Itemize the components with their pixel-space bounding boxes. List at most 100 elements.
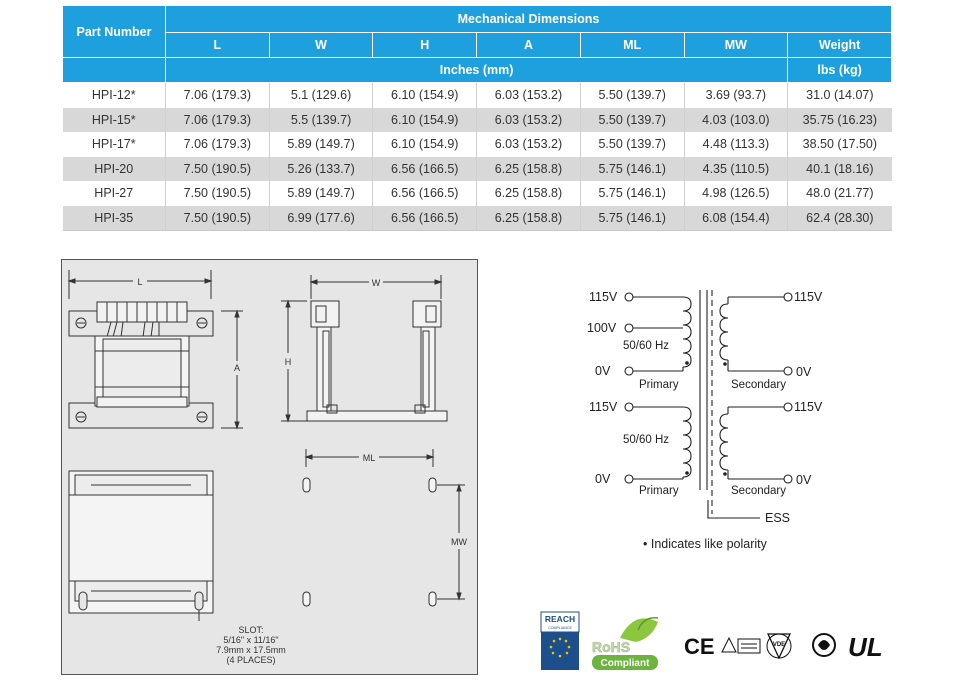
cell-w: 5.89 (149.7): [268, 181, 373, 206]
top-view: [68, 470, 214, 621]
mechanical-drawing: L A W H ML MW SLOT: 5/16" x 11/16" 7.9mm…: [61, 259, 478, 675]
cell-h: 6.56 (166.5): [372, 156, 477, 181]
reach-compliance-logo: REACH COMPLIANCE: [540, 611, 580, 670]
vde-text: VDE: [773, 642, 785, 648]
table-row: HPI-15* 7.06 (179.3) 5.5 (139.7) 6.10 (1…: [62, 107, 892, 132]
col-header-h: H: [372, 32, 478, 58]
part-number-cell: HPI-12*: [62, 82, 166, 108]
cell-weight: 40.1 (18.16): [787, 156, 892, 181]
cell-l: 7.50 (190.5): [165, 205, 270, 231]
cell-weight: 31.0 (14.07): [787, 82, 892, 108]
cell-ml: 5.75 (146.1): [579, 181, 685, 206]
units-dimensions: Inches (mm): [164, 57, 789, 83]
cell-ml: 5.75 (146.1): [579, 156, 685, 181]
reach-subtext: COMPLIANCE: [548, 626, 572, 630]
table-row: HPI-12* 7.06 (179.3) 5.1 (129.6) 6.10 (1…: [62, 82, 892, 108]
cell-h: 6.56 (166.5): [372, 181, 477, 206]
units-weight: lbs (kg): [787, 57, 892, 83]
cell-weight: 38.50 (17.50): [787, 132, 892, 157]
label-bottom-115v-secondary: 115V: [794, 400, 823, 414]
cell-h: 6.10 (154.9): [372, 107, 477, 132]
dimension-label-ml: ML: [363, 453, 376, 463]
label-ess: ESS: [765, 511, 790, 525]
cell-weight: 62.4 (28.30): [787, 205, 892, 231]
cell-mw: 4.03 (103.0): [683, 107, 788, 132]
cell-w: 5.5 (139.7): [268, 107, 373, 132]
dimension-label-mw: MW: [451, 537, 467, 547]
label-top-100v-primary: 100V: [587, 321, 617, 335]
col-header-ml: ML: [579, 32, 685, 58]
label-top-115v-primary: 115V: [589, 290, 618, 304]
table-row: HPI-17* 7.06 (179.3) 5.89 (149.7) 6.10 (…: [62, 132, 892, 157]
dimension-label-w: W: [372, 278, 381, 288]
cell-a: 6.25 (158.8): [476, 156, 581, 181]
cell-weight: 35.75 (16.23): [787, 107, 892, 132]
slot-note-line: SLOT:: [238, 625, 263, 635]
cell-l: 7.50 (190.5): [165, 181, 270, 206]
safety-mark-logo: [721, 636, 761, 654]
cell-ml: 5.50 (139.7): [579, 132, 685, 157]
cell-mw: 4.35 (110.5): [683, 156, 788, 181]
table-row: HPI-20 7.50 (190.5) 5.26 (133.7) 6.56 (1…: [62, 156, 892, 181]
dimension-label-a: A: [234, 363, 240, 373]
cell-w: 5.89 (149.7): [268, 132, 373, 157]
units-spacer: [62, 57, 166, 83]
rohs-text: RoHS: [592, 639, 630, 655]
cell-mw: 4.98 (126.5): [683, 181, 788, 206]
dimension-label-l: L: [137, 277, 142, 287]
slot-note: SLOT: 5/16" x 11/16" 7.9mm x 17.5mm (4 P…: [216, 625, 286, 665]
table-row: HPI-35 7.50 (190.5) 6.99 (177.6) 6.56 (1…: [62, 205, 892, 231]
part-number-cell: HPI-27: [62, 181, 166, 206]
side-view: [281, 275, 448, 423]
label-top-115v-secondary: 115V: [794, 290, 823, 304]
vde-logo: VDE: [766, 633, 792, 660]
cell-h: 6.10 (154.9): [372, 82, 477, 108]
col-header-mw: MW: [683, 32, 789, 58]
label-bottom-0v-primary: 0V: [595, 472, 611, 486]
label-top-0v-primary: 0V: [595, 364, 611, 378]
reach-text: REACH: [545, 614, 575, 624]
cell-a: 6.03 (153.2): [476, 82, 581, 108]
slot-note-line: 5/16" x 11/16": [223, 635, 278, 645]
certification-logos: REACH COMPLIANCE RoHS Compliant CE VDE U…: [540, 611, 883, 670]
cell-h: 6.56 (166.5): [372, 205, 477, 231]
col-header-a: A: [476, 32, 581, 58]
rohs-compliant-logo: RoHS Compliant: [592, 617, 659, 670]
label-top-0v-secondary: 0V: [796, 365, 812, 379]
cell-w: 6.99 (177.6): [268, 205, 373, 231]
part-number-header: Part Number: [62, 5, 166, 58]
label-bottom-0v-secondary: 0V: [796, 473, 812, 487]
mechanical-dimensions-table: Part Number Mechanical Dimensions L W H …: [62, 5, 892, 231]
ce-mark: CE: [684, 634, 715, 659]
col-header-l: L: [165, 32, 270, 58]
label-top-frequency: 50/60 Hz: [623, 340, 669, 352]
dimension-label-h: H: [285, 357, 292, 367]
cell-l: 7.06 (179.3): [165, 82, 270, 108]
table-row: HPI-27 7.50 (190.5) 5.89 (149.7) 6.56 (1…: [62, 181, 892, 206]
cell-l: 7.50 (190.5): [165, 156, 270, 181]
part-number-cell: HPI-20: [62, 156, 166, 181]
label-bottom-primary: Primary: [639, 485, 679, 497]
col-header-weight: Weight: [787, 32, 892, 58]
cell-l: 7.06 (179.3): [165, 107, 270, 132]
cell-l: 7.06 (179.3): [165, 132, 270, 157]
cell-a: 6.25 (158.8): [476, 181, 581, 206]
cell-h: 6.10 (154.9): [372, 132, 477, 157]
front-view: [67, 270, 243, 430]
ul-recognized-logo: UL: [848, 632, 883, 662]
slot-note-line: 7.9mm x 17.5mm: [216, 645, 286, 655]
mechanical-dimensions-header: Mechanical Dimensions: [165, 5, 892, 33]
slot-note-line: (4 PLACES): [226, 655, 275, 665]
label-bottom-secondary: Secondary: [731, 485, 786, 497]
wiring-schematic: 115V 100V 0V 115V 0V 115V 0V 115V 0V ESS…: [587, 290, 823, 551]
col-header-w: W: [268, 32, 374, 58]
cell-ml: 5.75 (146.1): [579, 205, 685, 231]
cell-a: 6.25 (158.8): [476, 205, 581, 231]
ul-text: UL: [848, 632, 883, 662]
label-bottom-115v-primary: 115V: [589, 400, 618, 414]
cell-w: 5.1 (129.6): [268, 82, 373, 108]
label-bottom-frequency: 50/60 Hz: [623, 434, 669, 446]
csa-logo: [812, 633, 836, 657]
cell-weight: 48.0 (21.77): [787, 181, 892, 206]
polarity-note: • Indicates like polarity: [643, 537, 768, 551]
